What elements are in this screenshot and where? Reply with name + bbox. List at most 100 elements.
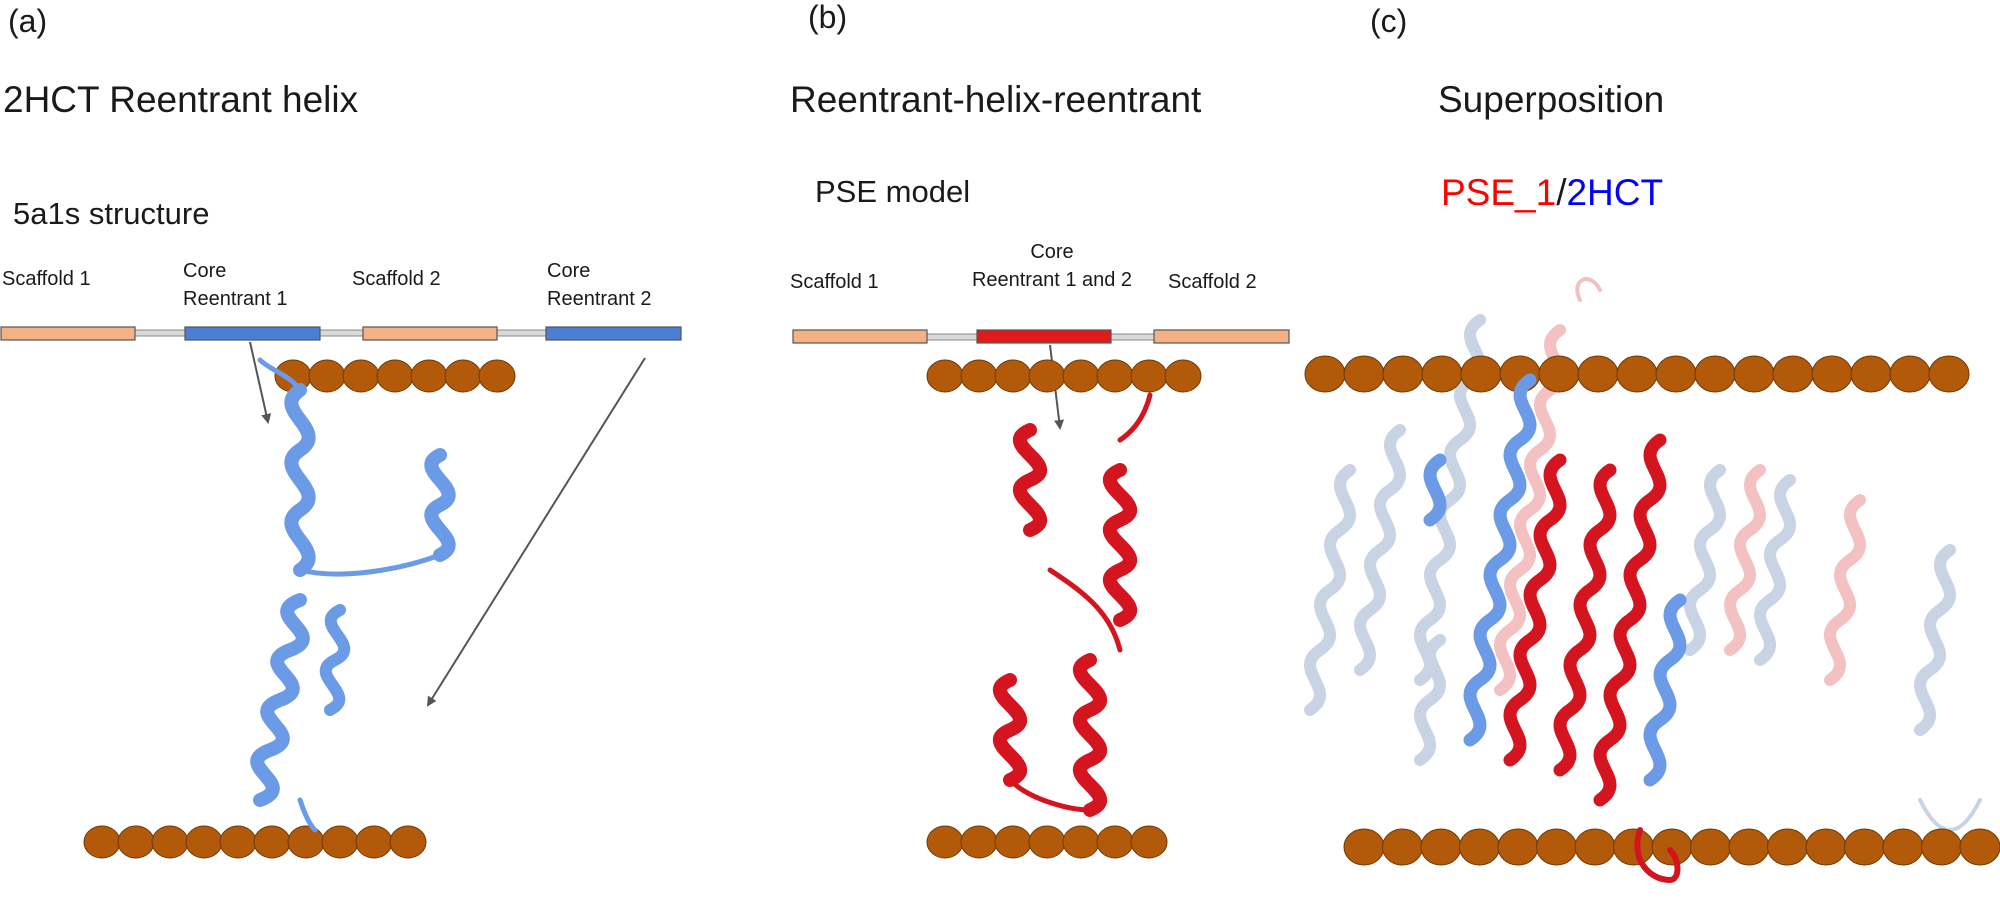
lipid-head: [1028, 359, 1066, 393]
c-red-helix-3: [1553, 463, 1617, 777]
lipid-head: [960, 359, 998, 393]
a-helix-4: [319, 604, 351, 716]
c-lipids-top: [1304, 355, 1970, 393]
a-helix-1: [284, 383, 316, 577]
legend-2hct: 2HCT: [1566, 172, 1664, 213]
panel-b-subtitle: PSE model: [815, 174, 971, 209]
lipid-head: [117, 825, 155, 859]
lipid-head: [1130, 825, 1168, 859]
a-scaffold1-label: Scaffold 1: [2, 268, 91, 290]
lipid-head: [960, 825, 998, 859]
c-blue-helix-1: [1463, 373, 1537, 747]
lipid-head: [1928, 355, 1970, 393]
lipid-head: [1538, 355, 1580, 393]
panel-a-label: (a): [8, 3, 48, 39]
b-loop-3: [1007, 777, 1093, 813]
lipid-head: [1574, 828, 1616, 866]
a-scaffold1-segment: [0, 326, 136, 341]
lipid-head: [1096, 359, 1134, 393]
lipid-head: [1728, 828, 1770, 866]
c-red-helix-2: [1593, 433, 1667, 807]
lipid-head: [1536, 828, 1577, 866]
c-red-loop-1: [1634, 827, 1681, 884]
lipid-head: [926, 825, 964, 859]
superposition-legend: PSE_1/2HCT: [1441, 172, 1664, 214]
a-loop-3: [297, 797, 318, 833]
a-lipids-top: [274, 359, 516, 393]
c-blue-helix-2: [1643, 593, 1687, 787]
b-core-segment: [976, 329, 1112, 344]
b-scaffold2-segment: [1153, 329, 1290, 344]
a-core1-label-line2: Reentrant 1: [183, 288, 288, 310]
a-linker-3: [496, 329, 547, 337]
a-arrow-core2: [426, 357, 646, 707]
a-sequence-bar: [0, 326, 682, 341]
b-helix-2: [1103, 463, 1137, 627]
a-loop-2: [297, 552, 443, 577]
b-helix-1: [1013, 423, 1047, 537]
b-lipids-bottom: [926, 825, 1168, 859]
lipid-head: [1164, 359, 1202, 393]
lipid-head: [1420, 828, 1462, 866]
a-arrow-core1: [249, 341, 272, 424]
lipid-head: [1343, 355, 1385, 393]
lipid-head: [1850, 355, 1892, 393]
lipid-head: [308, 359, 346, 393]
lipid-head: [1921, 828, 1962, 866]
lipid-head: [1767, 828, 1808, 866]
panel-c-title: Superposition: [1438, 79, 1665, 120]
c-red-helix-1: [1503, 453, 1567, 767]
lipid-head: [1959, 828, 2000, 866]
b-core-label-line1: Core: [1030, 241, 1074, 263]
lipid-head: [410, 359, 448, 393]
b-loop-2: [1047, 567, 1123, 653]
b-pse-model-structure: [993, 392, 1153, 817]
lipid-head: [1382, 828, 1423, 866]
lipid-head: [1497, 828, 1539, 866]
lipid-head: [1889, 355, 1931, 393]
panel-a-subtitle: 5a1s structure: [13, 196, 210, 231]
lipid-head: [287, 825, 325, 859]
a-core1-segment: [184, 326, 321, 341]
lipid-head: [185, 825, 223, 859]
b-core-label-line2: Reentrant 1 and 2: [971, 269, 1133, 291]
panel-b-label: (b): [808, 0, 848, 35]
a-helix-3: [250, 593, 310, 807]
lipid-head: [1459, 828, 1500, 866]
panel-b-title: Reentrant-helix-reentrant: [790, 79, 1202, 120]
lipid-head: [1882, 828, 1924, 866]
a-core2-segment: [545, 326, 682, 341]
a-helix-2: [424, 448, 456, 562]
lipid-head: [1655, 355, 1697, 393]
panel-a-title: 2HCT Reentrant helix: [3, 79, 359, 120]
legend-separator: /: [1556, 172, 1567, 213]
c-blue-helix-3: [1423, 453, 1447, 527]
a-lipids-bottom: [83, 825, 427, 859]
a-linker-1: [134, 329, 186, 337]
b-sequence-bar: [792, 329, 1290, 344]
lipid-head: [342, 359, 380, 393]
b-scaffold1-segment: [792, 329, 928, 344]
lipid-head: [1651, 828, 1693, 866]
b-helix-4: [1073, 653, 1107, 817]
a-scaffold2-label: Scaffold 2: [352, 268, 441, 290]
lipid-head: [1694, 355, 1736, 393]
lipid-head: [1616, 355, 1658, 393]
lipid-head: [1805, 828, 1847, 866]
lipid-heads: [83, 355, 2000, 866]
lipid-head: [1844, 828, 1885, 866]
lipid-head: [355, 825, 393, 859]
lipid-head: [1577, 355, 1619, 393]
lipid-head: [1130, 359, 1168, 393]
b-lipids-top: [926, 359, 1202, 393]
b-loop-1: [1117, 392, 1153, 443]
lipid-head: [478, 359, 516, 393]
lipid-head: [994, 359, 1032, 393]
lipid-head: [1096, 825, 1134, 859]
lipid-head: [1460, 355, 1502, 393]
a-core1-label-line1: Core: [183, 260, 227, 282]
lipid-head: [1028, 825, 1066, 859]
b-linker-2: [1110, 333, 1155, 341]
b-scaffold1-label: Scaffold 1: [790, 271, 879, 293]
